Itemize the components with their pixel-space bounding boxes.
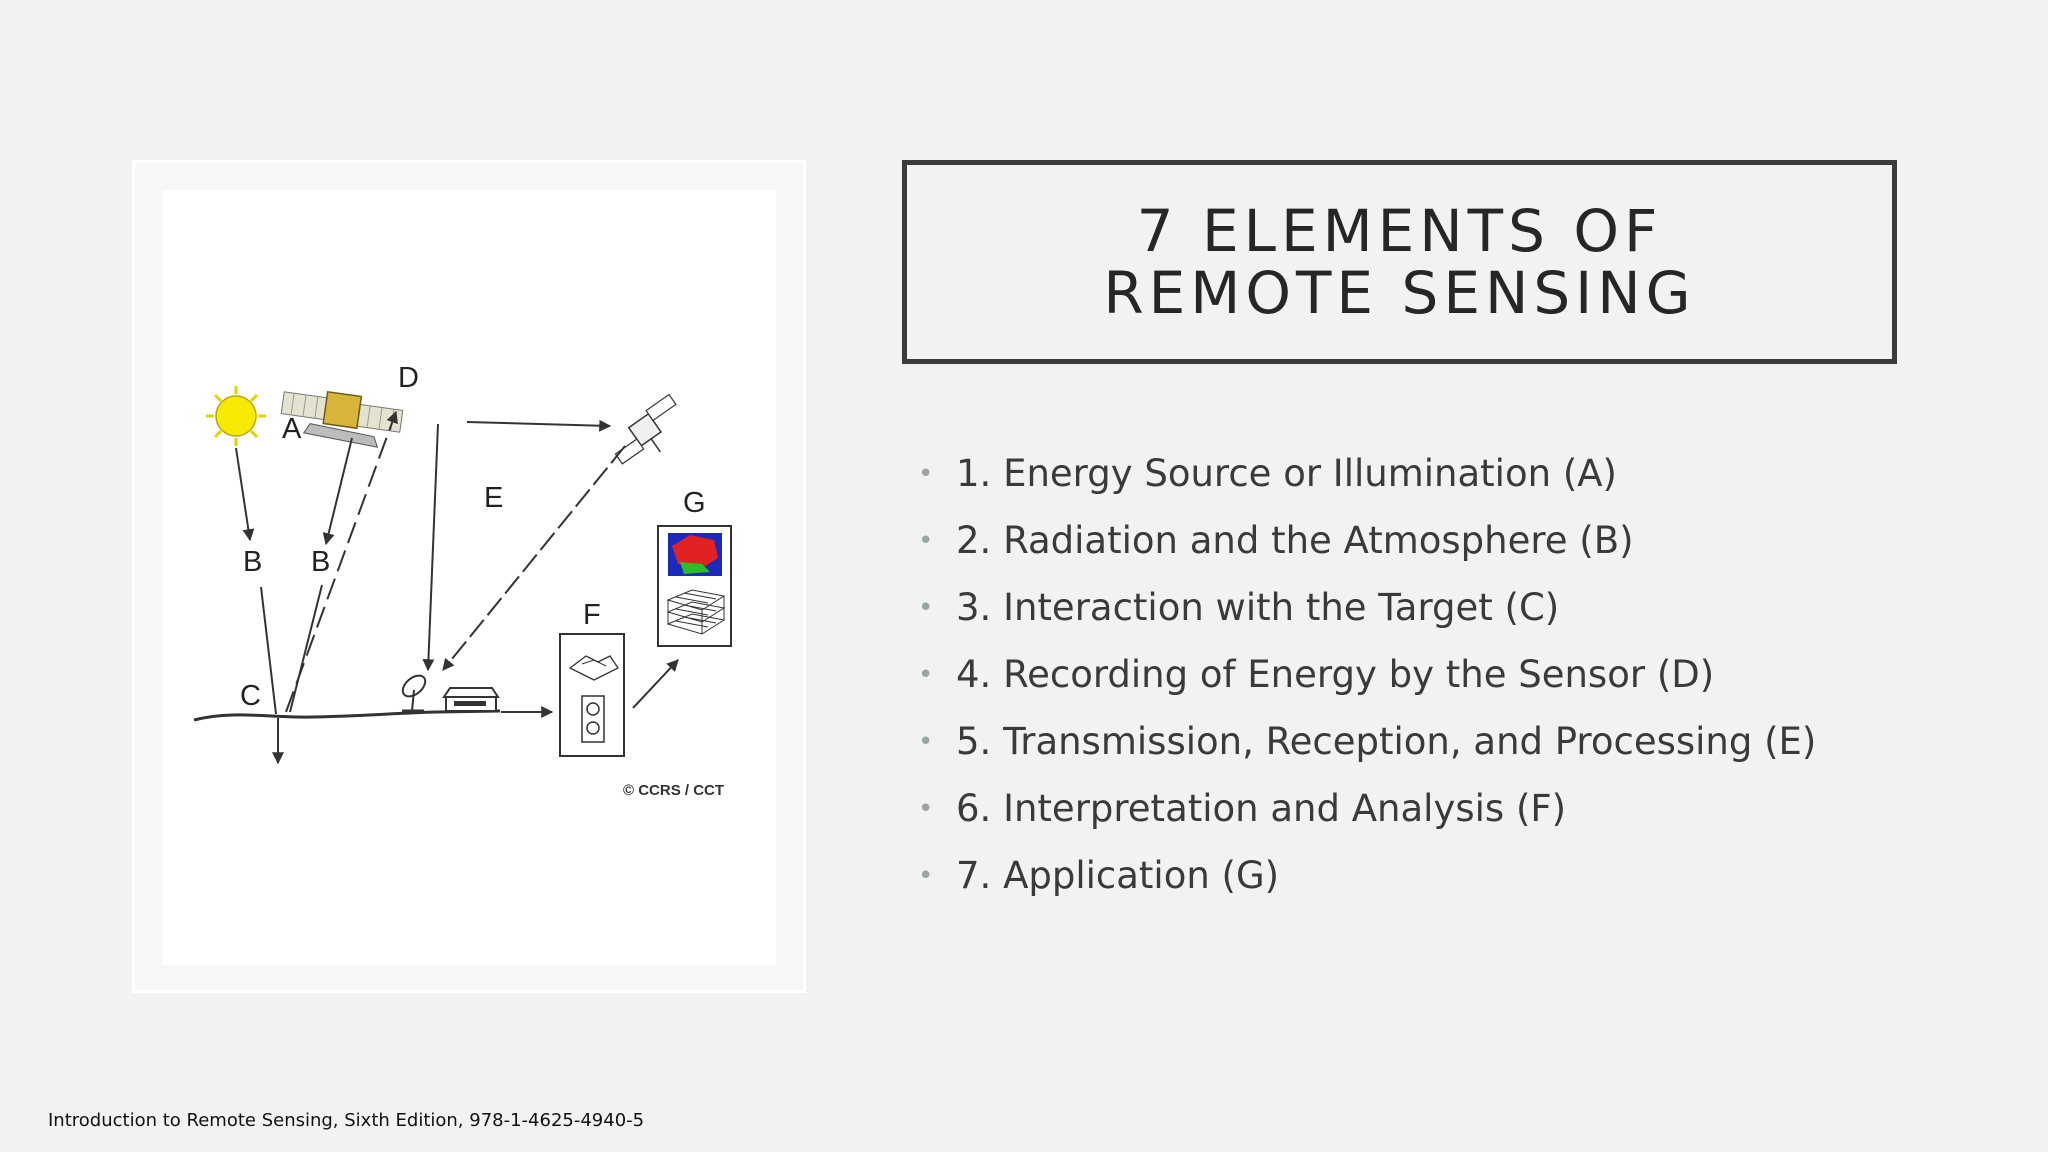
interpretation-panel-icon <box>559 633 625 757</box>
list-item-text: 4. Recording of Energy by the Sensor (D) <box>956 653 1715 696</box>
slide-title: 7 ELEMENTS OF REMOTE SENSING <box>1103 197 1696 327</box>
bullet-dot-icon: • <box>918 458 934 489</box>
bullet-dot-icon: • <box>918 860 934 891</box>
list-item-text: 1. Energy Source or Illumination (A) <box>956 452 1617 495</box>
footer-citation: Introduction to Remote Sensing, Sixth Ed… <box>48 1110 645 1131</box>
list-item-text: 5. Transmission, Reception, and Processi… <box>956 720 1817 763</box>
copyright-credit: © CCRS / CCT <box>623 782 724 799</box>
label-f: F <box>583 599 601 631</box>
application-panel-icon <box>657 525 732 647</box>
ground-line <box>193 709 501 722</box>
elements-list: • 1. Energy Source or Illumination (A) • 2… <box>918 440 1816 909</box>
list-item: • 6. Interpretation and Analysis (F) <box>918 775 1816 842</box>
label-a: A <box>282 413 302 445</box>
bullet-dot-icon: • <box>918 659 934 690</box>
list-item: • 3. Interaction with the Target (C) <box>918 574 1816 641</box>
list-item: • 5. Transmission, Reception, and Process… <box>918 708 1816 775</box>
label-b-right: B <box>311 546 330 578</box>
list-item: • 4. Recording of Energy by the Sensor (D… <box>918 641 1816 708</box>
ground-station-dish-icon <box>401 674 427 713</box>
label-e: E <box>484 482 503 514</box>
list-item: • 1. Energy Source or Illumination (A) <box>918 440 1816 507</box>
bullet-dot-icon: • <box>918 726 934 757</box>
processing-station-icon <box>442 687 500 712</box>
label-b-left: B <box>243 546 262 578</box>
list-item: • 7. Application (G) <box>918 842 1816 909</box>
title-box: 7 ELEMENTS OF REMOTE SENSING <box>902 160 1897 364</box>
list-item-text: 2. Radiation and the Atmosphere (B) <box>956 519 1634 562</box>
list-item: • 2. Radiation and the Atmosphere (B) <box>918 507 1816 574</box>
bullet-dot-icon: • <box>918 525 934 556</box>
remote-sensing-diagram: A B B C D E F G © CCRS / CCT <box>162 190 776 965</box>
label-g: G <box>683 487 706 519</box>
list-item-text: 7. Application (G) <box>956 854 1280 897</box>
energy-path-arrows <box>235 410 679 765</box>
diagram-svg: A B B C D E F G © CCRS / CCT <box>193 362 732 799</box>
list-item-text: 3. Interaction with the Target (C) <box>956 586 1560 629</box>
relay-satellite-icon <box>614 393 677 465</box>
list-item-text: 6. Interpretation and Analysis (F) <box>956 787 1567 830</box>
bullet-dot-icon: • <box>918 793 934 824</box>
label-c: C <box>240 680 261 712</box>
sun-icon <box>206 386 266 446</box>
label-d: D <box>398 362 419 394</box>
bullet-dot-icon: • <box>918 592 934 623</box>
